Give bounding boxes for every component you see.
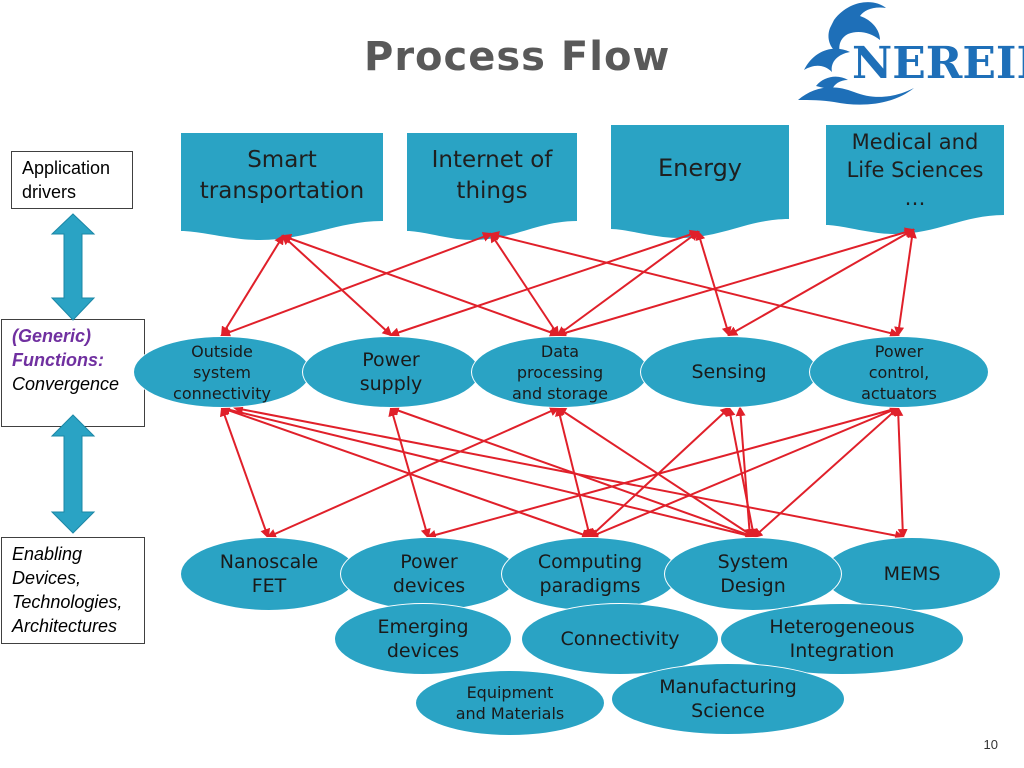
arrow bbox=[588, 406, 900, 539]
arrow bbox=[220, 405, 756, 540]
double-arrow-top bbox=[50, 213, 96, 321]
page-number: 10 bbox=[983, 737, 998, 752]
arrow bbox=[727, 229, 915, 336]
enabling-label: Enabling Devices, Technologies, Architec… bbox=[1, 537, 145, 644]
arrow bbox=[220, 234, 285, 337]
arrow bbox=[893, 406, 908, 539]
arrow bbox=[389, 405, 756, 540]
driver-smart-transportation: Smart transportation bbox=[181, 133, 383, 243]
enabler-emerging-devices: Emerging devices bbox=[334, 603, 512, 675]
enabler-manufacturing-science: Manufacturing Science bbox=[611, 663, 845, 735]
function-outside-system-connectivity: Outside system connectivity bbox=[133, 336, 311, 408]
arrow bbox=[219, 406, 271, 539]
arrow bbox=[281, 234, 393, 337]
driver-label: Internet of things bbox=[431, 147, 553, 204]
enabler-nanoscale-fet: Nanoscale FET bbox=[180, 537, 358, 611]
arrow bbox=[388, 406, 431, 539]
arrow bbox=[220, 232, 493, 337]
application-drivers-label: Application drivers bbox=[11, 151, 133, 209]
arrow bbox=[695, 230, 732, 337]
arrow bbox=[489, 231, 900, 338]
driver-label: Medical and Life Sciences … bbox=[846, 130, 984, 210]
double-arrow-bottom bbox=[50, 414, 96, 534]
page-title: Process Flow bbox=[364, 34, 671, 80]
driver-internet-of-things: Internet of things bbox=[407, 133, 577, 243]
arrow bbox=[752, 406, 900, 539]
arrow bbox=[555, 406, 593, 539]
driver-energy: Energy bbox=[611, 125, 789, 240]
function-data-processing-storage: Data processing and storage bbox=[471, 336, 649, 408]
enabler-equipment-materials: Equipment and Materials bbox=[415, 670, 605, 736]
enabler-power-devices: Power devices bbox=[340, 537, 518, 611]
arrow bbox=[266, 406, 560, 539]
arrow bbox=[556, 230, 700, 337]
driver-medical-life-sciences: Medical and Life Sciences … bbox=[826, 125, 1004, 237]
driver-label: Smart transportation bbox=[199, 147, 365, 204]
generic-functions-label: (Generic) Functions: Convergence bbox=[1, 319, 145, 427]
arrow bbox=[556, 227, 915, 338]
enabler-mems: MEMS bbox=[823, 537, 1001, 611]
enabler-system-design: System Design bbox=[664, 537, 842, 611]
enabler-computing-paradigms: Computing paradigms bbox=[501, 537, 679, 611]
generic-functions-title: (Generic) Functions: bbox=[12, 326, 104, 370]
arrow bbox=[281, 234, 560, 337]
function-sensing: Sensing bbox=[640, 336, 818, 408]
nereid-logo: NEREID bbox=[798, 2, 1024, 105]
function-power-supply: Power supply bbox=[302, 336, 480, 408]
arrow bbox=[220, 405, 592, 540]
arrow bbox=[556, 406, 756, 539]
driver-label: Energy bbox=[657, 154, 743, 182]
arrow bbox=[894, 228, 917, 337]
logo-text: NEREID bbox=[852, 38, 1024, 89]
convergence-label: Convergence bbox=[12, 374, 120, 394]
function-power-control-actuators: Power control, actuators bbox=[809, 336, 989, 408]
arrow bbox=[426, 405, 900, 540]
arrow bbox=[233, 404, 905, 541]
enabler-connectivity: Connectivity bbox=[521, 603, 719, 675]
enabler-heterogeneous-integration: Heterogeneous Integration bbox=[720, 603, 964, 675]
